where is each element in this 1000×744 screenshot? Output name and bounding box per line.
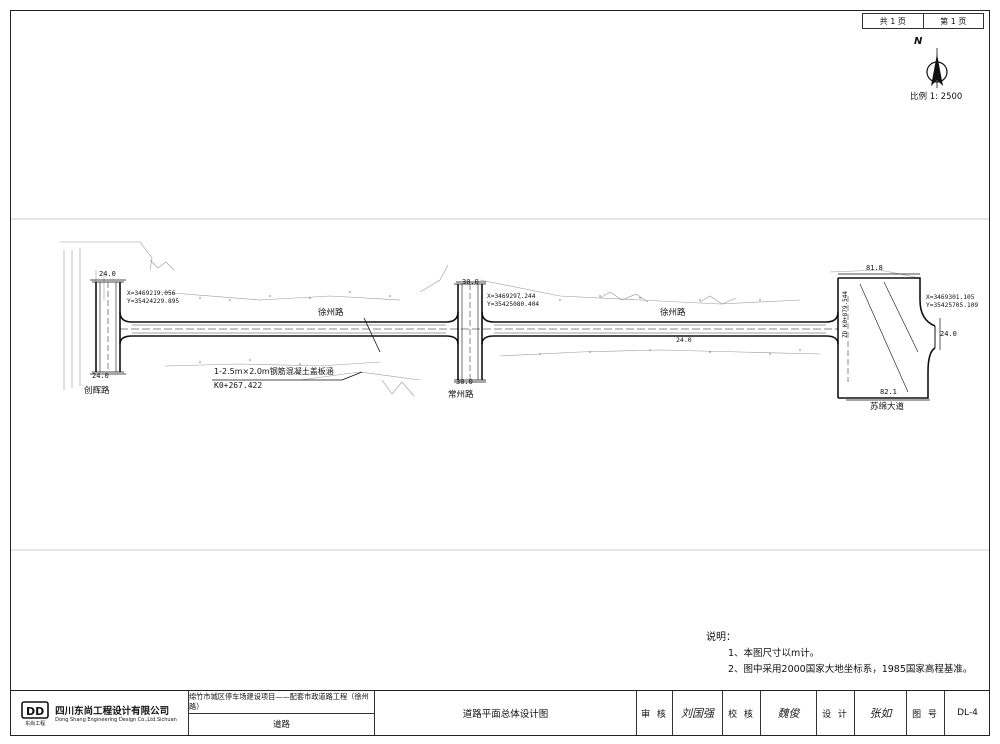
scale-label: 比例 1: 2500: [910, 92, 963, 102]
note-item: 2、图中采用2000国家大地坐标系，1985国家高程基准。: [728, 664, 973, 675]
culvert-label: 1-2.5m×2.0m钢筋混凝土盖板涵: [214, 367, 334, 376]
company-name: 四川东尚工程设计有限公司: [55, 706, 170, 717]
road-name-main-right: 徐州路: [660, 308, 686, 318]
coord-mid-y: Y=35425080.404: [487, 301, 540, 308]
north-arrow-icon: [926, 48, 948, 88]
dim-30-top: 30.0: [462, 278, 479, 286]
road-name-left-cross: 创辉路: [84, 386, 110, 396]
drawing-no-label: 图 号: [906, 691, 944, 735]
page-number: 第 1 页: [922, 14, 984, 28]
right-intersection: [837, 277, 936, 399]
dim-24-bottom: 24.0: [92, 372, 109, 380]
left-cross-road: [92, 281, 124, 373]
drawing-title: 道路平面总体设计图: [374, 691, 636, 735]
dim-81-8: 81.8: [866, 264, 883, 272]
dim-24-right: 24.0: [940, 330, 957, 338]
design-signature: 张如: [854, 691, 906, 735]
road-name-right-cross: 苏绵大道: [870, 402, 905, 412]
company-name-en: Dong Shang Engineering Design Co.,Ltd.Si…: [55, 717, 177, 723]
dim-24-main: 24.0: [676, 336, 692, 344]
design-label: 设 计: [816, 691, 854, 735]
logo-subtext: 东尚工程: [25, 720, 46, 727]
culvert-leader: [212, 317, 381, 381]
main-road: [119, 311, 839, 345]
dim-24-top: 24.0: [99, 270, 116, 278]
page-counter: 共 1 页 第 1 页: [862, 13, 984, 29]
existing-terrain: [60, 241, 921, 397]
notes-title: 说明：: [706, 632, 736, 643]
coord-right-x: X=3469301.105: [926, 294, 975, 301]
middle-cross-road: [454, 283, 486, 381]
check-signature: 魏俊: [760, 691, 816, 735]
coord-left-y: Y=35424229.895: [127, 298, 180, 305]
drawing-no: DL-4: [944, 691, 990, 735]
discipline: 道路: [272, 720, 290, 731]
company-cell: DD 东尚工程 四川东尚工程设计有限公司 Dong Shang Engineer…: [10, 691, 188, 735]
notes: 说明： 1、本图尺寸以m计。 2、图中采用2000国家大地坐标系，1985国家高…: [706, 630, 972, 678]
road-name-middle-cross: 常州路: [448, 390, 474, 400]
road-name-main-left: 徐州路: [318, 308, 344, 318]
check-label: 校 核: [722, 691, 760, 735]
svg-text:DD: DD: [26, 705, 44, 718]
note-item: 1、本图尺寸以m计。: [728, 648, 820, 659]
dimension-lines: [90, 273, 941, 401]
project-name: 绵竹市城区停车场建设项目——配套市政道路工程（徐州路）: [189, 691, 374, 714]
coord-mid-x: X=3469297.244: [487, 293, 536, 300]
project-cell: 绵竹市城区停车场建设项目——配套市政道路工程（徐州路） 道路: [188, 691, 374, 735]
north-letter: N: [914, 36, 923, 47]
review-label: 审 核: [636, 691, 672, 735]
total-pages: 共 1 页: [879, 16, 906, 26]
culvert-station: K0+267.422: [214, 381, 263, 390]
drawing-frame: [10, 10, 990, 736]
dim-82-1: 82.1: [880, 388, 897, 396]
coord-left-x: X=3469219.056: [127, 290, 176, 297]
terrain-dots: [199, 291, 801, 365]
company-logo-icon: DD: [21, 700, 49, 719]
coord-right-y: Y=35425705.109: [926, 302, 979, 309]
station-zd: ZD K0+879.544: [842, 291, 849, 338]
review-signature: 刘国强: [672, 691, 722, 735]
dim-30-bottom: 30.0: [456, 378, 473, 386]
title-block: DD 东尚工程 四川东尚工程设计有限公司 Dong Shang Engineer…: [10, 690, 990, 736]
